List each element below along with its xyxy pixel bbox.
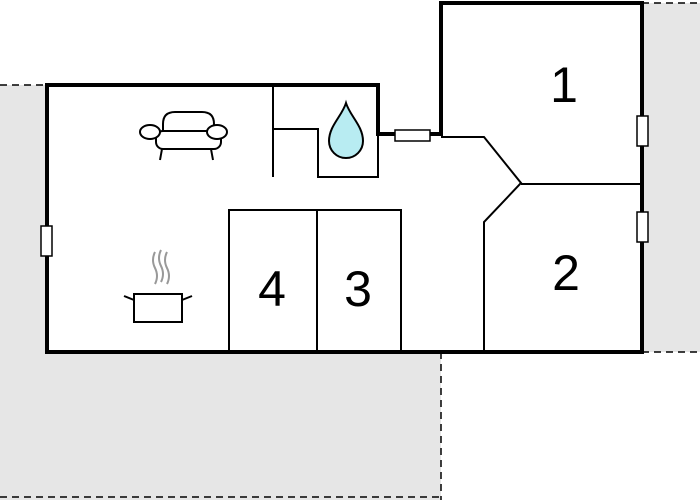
sofa-icon	[139, 111, 228, 161]
window-right-upper	[636, 115, 649, 147]
exterior-right	[642, 3, 700, 352]
room-number-3: 3	[344, 261, 372, 317]
room-number-1: 1	[550, 57, 578, 113]
window-connector	[394, 129, 431, 142]
room-number-4: 4	[258, 261, 286, 317]
interior-walls	[228, 87, 642, 353]
water-drop-icon	[327, 99, 365, 159]
window-right-lower	[636, 211, 649, 243]
windows	[40, 115, 649, 257]
window-left	[40, 225, 53, 257]
exterior-bottom-left	[0, 352, 441, 500]
exterior-area	[0, 3, 700, 500]
cooking-pot-icon	[123, 249, 193, 323]
room-number-2: 2	[552, 245, 580, 301]
